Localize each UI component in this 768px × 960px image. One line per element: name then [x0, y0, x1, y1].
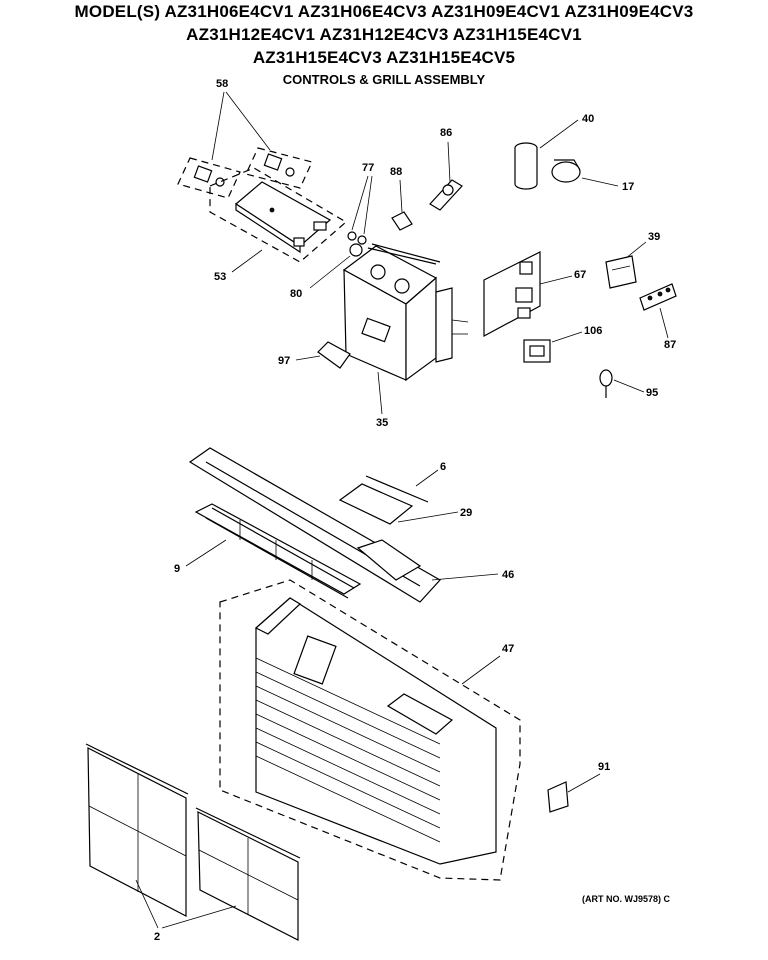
svg-text:29: 29	[460, 507, 472, 519]
callout-67: 67	[539, 269, 586, 285]
part-39-relay	[605, 255, 637, 289]
part-95-sensor	[599, 369, 613, 398]
callout-88: 88	[390, 166, 403, 213]
models-line-3: AZ31H15E4CV3 AZ31H15E4CV5	[252, 48, 516, 67]
part-87-terminal-block	[639, 283, 677, 311]
callout-29: 29	[397, 507, 472, 523]
part-40-capacitor	[514, 142, 538, 190]
part-29-door	[338, 483, 414, 525]
callout-17: 17	[581, 177, 634, 193]
svg-text:17: 17	[622, 181, 634, 193]
part-88-switch	[391, 211, 413, 231]
svg-text:91: 91	[598, 761, 610, 773]
svg-text:39: 39	[648, 231, 660, 243]
svg-text:95: 95	[646, 387, 658, 399]
svg-text:2: 2	[154, 931, 160, 943]
svg-text:67: 67	[574, 269, 586, 281]
callout-97: 97	[278, 355, 321, 367]
callout-46: 46	[431, 569, 514, 581]
part-2-filter-left	[85, 743, 189, 917]
callout-39: 39	[625, 231, 660, 259]
part-77-bushings	[347, 231, 367, 257]
svg-text:80: 80	[290, 288, 302, 300]
part-86-thermostat	[429, 179, 463, 211]
callout-86: 86	[440, 127, 452, 183]
svg-text:53: 53	[214, 271, 226, 283]
part-53-control-panel	[209, 167, 348, 263]
svg-text:87: 87	[664, 339, 676, 351]
svg-text:77: 77	[362, 162, 374, 174]
svg-text:40: 40	[582, 113, 594, 125]
part-2-filter-right	[195, 807, 301, 941]
part-17-strap	[551, 159, 581, 183]
part-9-deflector	[194, 503, 362, 599]
svg-text:106: 106	[584, 325, 602, 337]
part-6-seal	[365, 475, 429, 503]
callout-87: 87	[659, 307, 676, 351]
models-line-1: MODEL(S) AZ31H06E4CV1 AZ31H06E4CV3 AZ31H…	[74, 2, 694, 21]
callout-77: 77	[351, 162, 374, 235]
svg-text:88: 88	[390, 166, 402, 178]
svg-text:58: 58	[216, 78, 228, 90]
callout-35: 35	[376, 371, 388, 429]
callout-95: 95	[613, 379, 658, 399]
art-number: (ART NO. WJ9578) C	[582, 894, 671, 904]
svg-text:97: 97	[278, 355, 290, 367]
callout-80: 80	[290, 255, 351, 300]
svg-text:9: 9	[174, 563, 180, 575]
callout-53: 53	[214, 249, 263, 283]
models-line-2: AZ31H12E4CV1 AZ31H12E4CV3 AZ31H15E4CV1	[186, 25, 582, 44]
callout-47: 47	[461, 643, 514, 685]
svg-text:47: 47	[502, 643, 514, 655]
part-106-transformer	[523, 339, 551, 363]
part-58-knobs	[177, 147, 313, 199]
part-91-latch	[547, 781, 569, 813]
svg-text:86: 86	[440, 127, 452, 139]
svg-text:46: 46	[502, 569, 514, 581]
callout-2: 2	[135, 879, 237, 943]
callout-40: 40	[539, 113, 594, 149]
part-67-control-board	[483, 251, 541, 338]
part-46-grille	[188, 447, 441, 603]
callout-6: 6	[415, 461, 446, 487]
assembly-title: CONTROLS & GRILL ASSEMBLY	[282, 72, 486, 87]
part-47-front-panel	[219, 579, 521, 881]
part-97-cover	[317, 341, 351, 369]
callout-9: 9	[174, 539, 227, 575]
callout-58: 58	[211, 78, 271, 161]
svg-text:6: 6	[440, 461, 446, 473]
callout-106: 106	[551, 325, 602, 343]
part-35-control-box	[342, 243, 469, 382]
callout-91: 91	[567, 761, 610, 793]
svg-text:35: 35	[376, 417, 388, 429]
